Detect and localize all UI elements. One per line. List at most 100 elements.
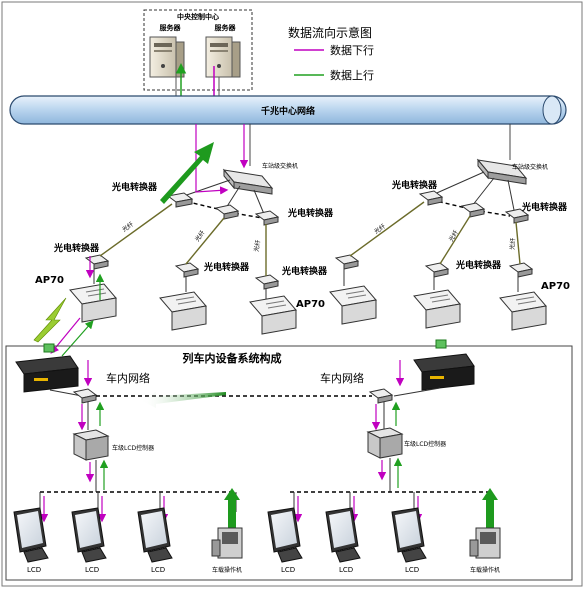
lcd-label: LCD <box>27 566 41 574</box>
onboard-radio-icon <box>15 343 79 393</box>
converter-icon <box>424 262 450 278</box>
backbone-pipe <box>9 95 567 125</box>
lcd-controller-icon <box>366 427 404 459</box>
radio-link <box>49 389 83 397</box>
switch-label: 车站级交换机 <box>262 162 298 170</box>
lcd-monitor-icon <box>325 507 361 563</box>
uplink-big-arrow <box>224 488 240 528</box>
ring-link <box>227 211 263 219</box>
fiber-label: 光纤 <box>373 222 387 235</box>
radio-link <box>393 387 441 397</box>
lcd-controller-icon <box>72 429 110 461</box>
converter-icon <box>214 204 240 220</box>
fiber-link <box>185 217 225 265</box>
converter-label: 光电转换器 <box>111 181 158 193</box>
access-point-icon <box>69 283 117 323</box>
converter-icon <box>334 254 360 270</box>
converter-icon <box>460 202 486 218</box>
switch-link <box>471 177 495 207</box>
legend-up-label: 数据上行 <box>330 68 374 82</box>
converter-icon <box>254 274 280 290</box>
switch-link <box>507 179 515 211</box>
fiber-link <box>439 215 471 265</box>
ap-label: AP70 <box>541 281 570 292</box>
converter-label: 光电转换器 <box>391 179 438 191</box>
train-network-label: 车内网络 <box>106 371 150 385</box>
operator-terminal-icon <box>211 527 243 559</box>
network-switch-icon <box>72 388 98 404</box>
lcd-monitor-icon <box>71 507 107 563</box>
fiber-label: 光纤 <box>252 239 262 252</box>
ring-link <box>473 209 511 217</box>
lcd-monitor-icon <box>137 507 173 563</box>
backbone-label: 千兆中心网络 <box>261 105 315 117</box>
train-title: 列车内设备系统构成 <box>183 351 282 365</box>
converter-icon <box>254 210 280 226</box>
lcd-monitor-icon <box>391 507 427 563</box>
uplink-big-arrow <box>140 392 226 408</box>
uplink-big-arrow <box>160 142 214 204</box>
station-left: 车站级交换机 <box>33 124 334 357</box>
onboard-radio-icon <box>413 339 475 391</box>
fiber-link <box>349 201 425 257</box>
fiber-link <box>515 221 521 265</box>
fiber-label: 光纤 <box>447 229 460 243</box>
train-system: 列车内设备系统构成 车内网络 车内网络 <box>5 339 573 581</box>
operator-label: 车载操作机 <box>470 566 500 574</box>
lcd-controller-label: 车级LCD控制器 <box>112 444 154 452</box>
lcd-label: LCD <box>281 566 295 574</box>
lcd-monitor-icon <box>13 507 49 563</box>
operator-terminal-icon <box>469 527 501 559</box>
lcd-controller-label: 车级LCD控制器 <box>404 440 446 448</box>
backbone-pipe-end <box>542 95 562 125</box>
server-left-icon <box>149 36 185 78</box>
access-point-icon <box>249 295 297 335</box>
network-switch-icon <box>368 388 394 404</box>
server-right-label: 服务器 <box>215 23 237 32</box>
fiber-link <box>99 203 173 257</box>
control-center: 中央控制中心 服务器 服务器 <box>143 9 253 111</box>
station-right: 车站级交换机 光纤 <box>281 124 570 331</box>
converter-icon <box>84 254 110 270</box>
server-right-icon <box>205 36 241 78</box>
access-point-icon <box>329 285 377 325</box>
lcd-label: LCD <box>339 566 353 574</box>
converter-label: 光电转换器 <box>281 265 328 277</box>
backbone: 千兆中心网络 <box>9 95 567 125</box>
switch-link <box>429 171 485 197</box>
train-box <box>5 345 573 581</box>
lcd-label: LCD <box>151 566 165 574</box>
converter-icon <box>418 190 444 206</box>
converter-icon <box>504 208 530 224</box>
switch-link <box>225 185 241 209</box>
ring-link <box>431 199 467 209</box>
server-left-label: 服务器 <box>160 23 182 32</box>
legend-title: 数据流向示意图 <box>288 25 372 40</box>
switch-link <box>253 189 265 215</box>
converter-icon <box>174 262 200 278</box>
legend-down-label: 数据下行 <box>330 43 374 57</box>
switch-label: 车站级交换机 <box>512 163 548 171</box>
access-point-icon <box>413 289 461 329</box>
converter-label: 光电转换器 <box>521 201 568 213</box>
uplink-arrow <box>61 320 94 357</box>
lcd-label: LCD <box>405 566 419 574</box>
access-point-icon <box>499 291 547 331</box>
ap-label: AP70 <box>296 299 325 310</box>
converter-icon <box>508 262 534 278</box>
fiber-label: 光纤 <box>508 238 517 251</box>
control-center-box <box>143 9 253 91</box>
converter-icon <box>166 192 194 208</box>
uplink-big-arrow <box>482 488 498 528</box>
converter-label: 光电转换器 <box>455 259 502 271</box>
operator-label: 车载操作机 <box>212 566 242 574</box>
downlink-arrow <box>195 124 229 195</box>
access-point-icon <box>159 291 207 331</box>
converter-label: 光电转换器 <box>287 207 334 219</box>
ap-label: AP70 <box>35 275 64 286</box>
train-network-label: 车内网络 <box>320 371 364 385</box>
lcd-label: LCD <box>85 566 99 574</box>
